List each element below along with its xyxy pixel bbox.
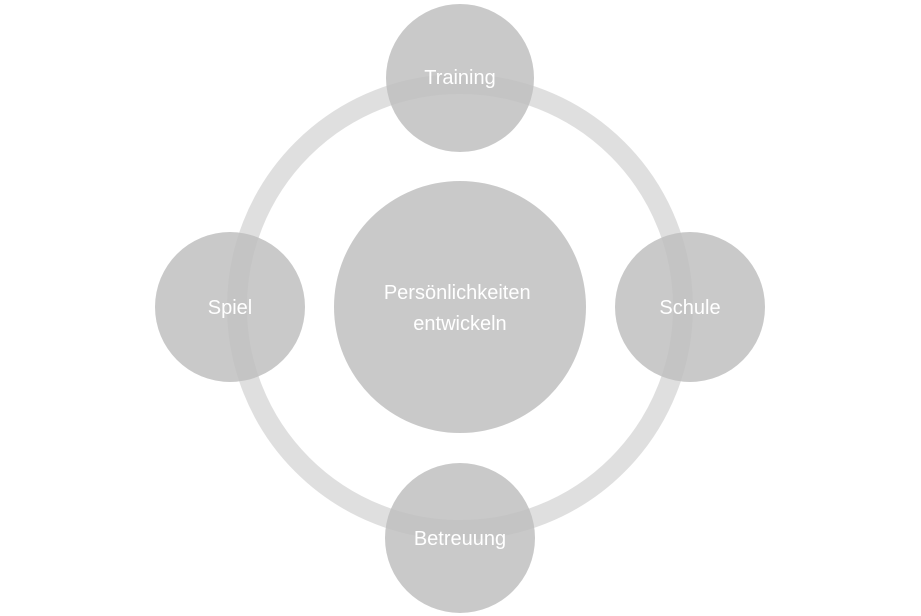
node-betreuung-circle: [385, 463, 535, 613]
center-label-line2: entwickeln: [413, 313, 506, 335]
node-schule-circle: [615, 232, 765, 382]
node-spiel-label: Spiel: [208, 297, 252, 319]
node-betreuung-label: Betreuung: [414, 528, 506, 550]
node-spiel-circle: [155, 232, 305, 382]
node-schule: Schule: [615, 232, 765, 382]
node-betreuung: Betreuung: [385, 463, 535, 613]
center-node: Persönlichkeiten entwickeln: [334, 181, 586, 433]
node-training: Training: [386, 4, 534, 152]
node-training-circle: [386, 4, 534, 152]
svg-text:Persönlichkeiten entwick: Persönlichkeiten entwickeln: [384, 282, 536, 335]
node-schule-label: Schule: [659, 297, 720, 319]
center-label-line1: Persönlichkeiten: [384, 282, 531, 304]
node-training-label: Training: [424, 67, 496, 89]
node-spiel: Spiel: [155, 232, 305, 382]
center-circle: [334, 181, 586, 433]
